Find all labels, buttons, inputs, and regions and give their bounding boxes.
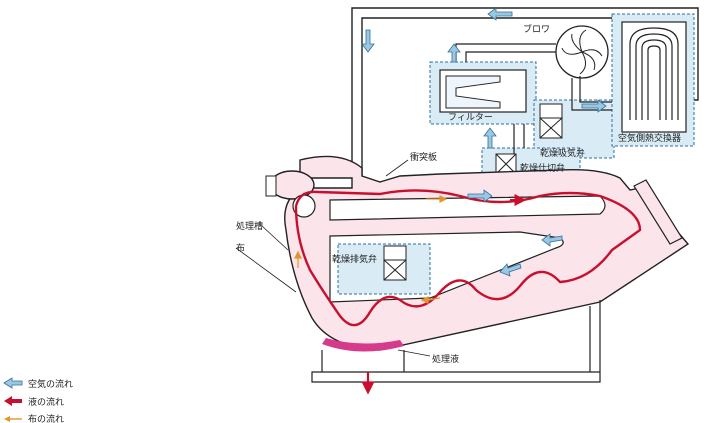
liquid-pool [322, 338, 404, 352]
cloth-liquid-path [294, 189, 642, 327]
label-cloth: 布 [236, 242, 245, 254]
heat-exchanger-icon [621, 21, 687, 133]
svg-text:空気の流れ: 空気の流れ [28, 378, 73, 390]
legend: 空気の流れ 液の流れ 布の流れ [3, 377, 73, 423]
label-dry-partition-valve: 乾燥仕切弁 [520, 162, 565, 174]
svg-text:布の流れ: 布の流れ [28, 413, 64, 423]
label-filter: フィルター [448, 112, 493, 123]
legend-cloth: 布の流れ [4, 413, 64, 423]
label-air-heat-exchanger: 空気側熱交換器 [618, 132, 681, 144]
label-blower: ブロワ [523, 23, 550, 35]
label-dry-intake-valve: 乾燥吸気弁 [540, 147, 585, 159]
dry-partition-valve-icon [495, 153, 517, 175]
cloth-flow-arrows [294, 195, 448, 304]
label-baffle-plate: 衝突板 [410, 151, 437, 163]
svg-text:液の流れ: 液の流れ [28, 396, 64, 408]
label-treatment-liquid: 処理液 [432, 353, 459, 365]
label-treatment-tank: 処理槽 [236, 220, 263, 232]
machine-base [311, 300, 601, 383]
label-dry-exhaust-valve: 乾燥排気弁 [332, 253, 377, 265]
legend-liquid: 液の流れ [4, 396, 64, 408]
dry-exhaust-valve-icon [383, 245, 407, 281]
air-flow-arrows [361, 7, 607, 277]
filter [439, 69, 527, 113]
dry-intake-valve-icon [539, 103, 563, 139]
blower-icon [555, 25, 609, 79]
legend-air: 空気の流れ [3, 377, 73, 390]
